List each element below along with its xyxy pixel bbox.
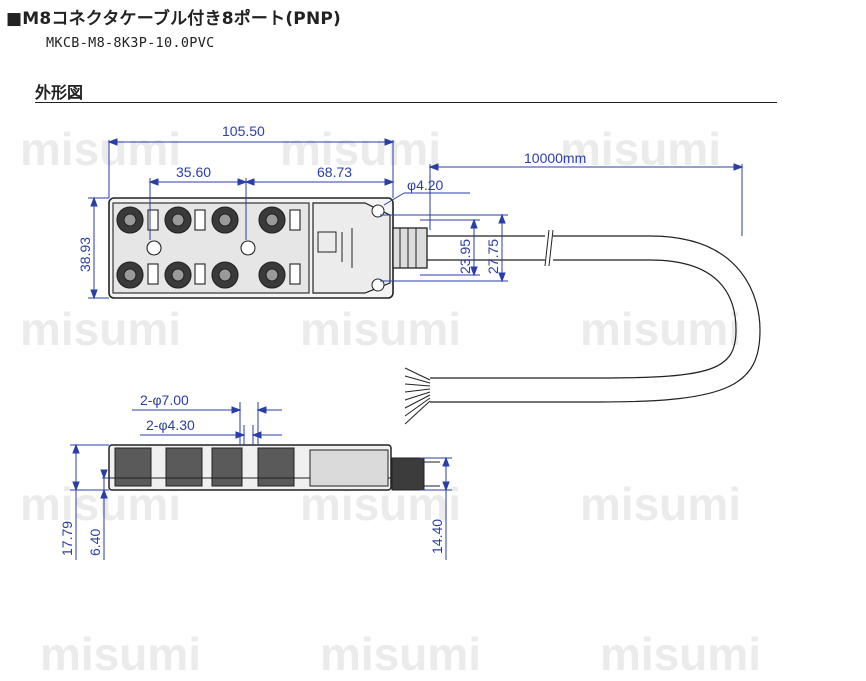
svg-text:misumi: misumi [280,123,441,175]
dim-inner-b: 27.75 [485,239,501,274]
dim-height: 38.93 [77,237,93,272]
top-view-dimensions [88,138,744,300]
dim-counterbore: 2-φ7.00 [140,392,189,408]
section-divider [35,102,777,103]
dim-side-cable: 14.40 [429,519,445,554]
dim-side-total: 17.79 [59,521,75,556]
top-view [108,197,761,425]
dim-inner-a: 23.95 [457,239,473,274]
svg-text:misumi: misumi [580,303,741,355]
watermark: misumi misumi misumi misumi misumi misum… [20,123,761,680]
dim-side-base: 6.40 [87,529,103,556]
dim-cable-length: 10000mm [524,150,586,166]
side-view [108,444,440,491]
dim-hole-diameter: φ4.20 [407,177,444,193]
svg-text:misumi: misumi [580,478,741,530]
dim-pitch-b: 68.73 [317,164,352,180]
svg-text:misumi: misumi [600,628,761,680]
dim-pitch-a: 35.60 [176,164,211,180]
page-title: ■M8コネクタケーブル付き8ポート(PNP) [6,9,342,29]
side-view-dimensions [70,402,452,560]
dim-through-hole: 2-φ4.30 [146,417,195,433]
dim-overall-length: 105.50 [222,123,265,139]
svg-text:misumi: misumi [40,628,201,680]
model-number: MKCB-M8-8K3P-10.0PVC [46,35,215,51]
svg-text:misumi: misumi [20,123,181,175]
connector-ports [112,202,310,294]
section-heading: 外形図 [35,83,84,102]
svg-text:misumi: misumi [560,123,721,175]
svg-text:misumi: misumi [320,628,481,680]
svg-text:misumi: misumi [20,303,181,355]
svg-text:misumi: misumi [300,303,461,355]
